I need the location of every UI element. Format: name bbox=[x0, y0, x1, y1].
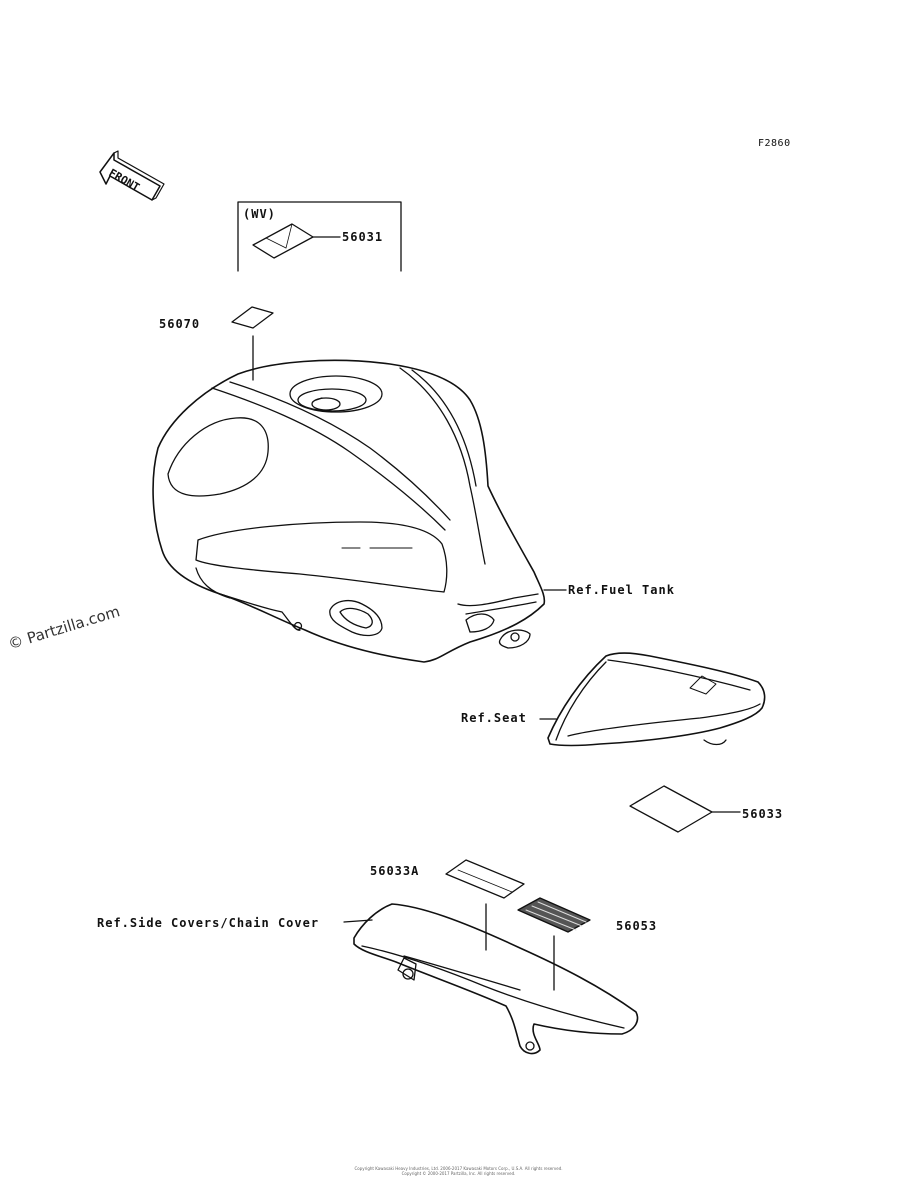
copyright-line-1: Copyright Kawasaki Heavy Industries, Ltd… bbox=[354, 1166, 563, 1171]
front-arrow-label: FRONT bbox=[107, 166, 143, 194]
part-number-56053[interactable]: 56053 bbox=[616, 919, 658, 933]
variant-bracket bbox=[237, 201, 402, 272]
ref-fuel-tank[interactable]: Ref.Fuel Tank bbox=[568, 583, 675, 597]
copyright-line-2: Copyright © 2000-2017 Partzilla, Inc. Al… bbox=[401, 1171, 516, 1176]
ref-side-covers-chain-cover[interactable]: Ref.Side Covers/Chain Cover bbox=[97, 916, 320, 930]
label-56033A-icon bbox=[445, 859, 525, 899]
fuel-tank-drawing bbox=[152, 359, 546, 663]
part-number-56033A[interactable]: 56033A bbox=[370, 864, 420, 878]
part-number-56070[interactable]: 56070 bbox=[159, 317, 201, 331]
variant-label: (WV) bbox=[243, 207, 276, 221]
label-56031-icon bbox=[252, 223, 314, 259]
copyright-footer: Copyright Kawasaki Heavy Industries, Ltd… bbox=[300, 1166, 617, 1176]
part-number-56031[interactable]: 56031 bbox=[342, 230, 384, 244]
part-number-56033[interactable]: 56033 bbox=[742, 807, 784, 821]
leader-chain-cover bbox=[343, 919, 373, 923]
label-56053-icon bbox=[517, 897, 591, 933]
label-56070-icon bbox=[231, 306, 274, 329]
seat-drawing bbox=[547, 652, 766, 747]
figure-code: F2860 bbox=[758, 138, 791, 149]
ref-seat[interactable]: Ref.Seat bbox=[461, 711, 527, 725]
front-arrow-icon: FRONT bbox=[99, 150, 165, 201]
label-56033-icon bbox=[629, 785, 713, 833]
chain-cover-drawing bbox=[353, 903, 639, 1055]
